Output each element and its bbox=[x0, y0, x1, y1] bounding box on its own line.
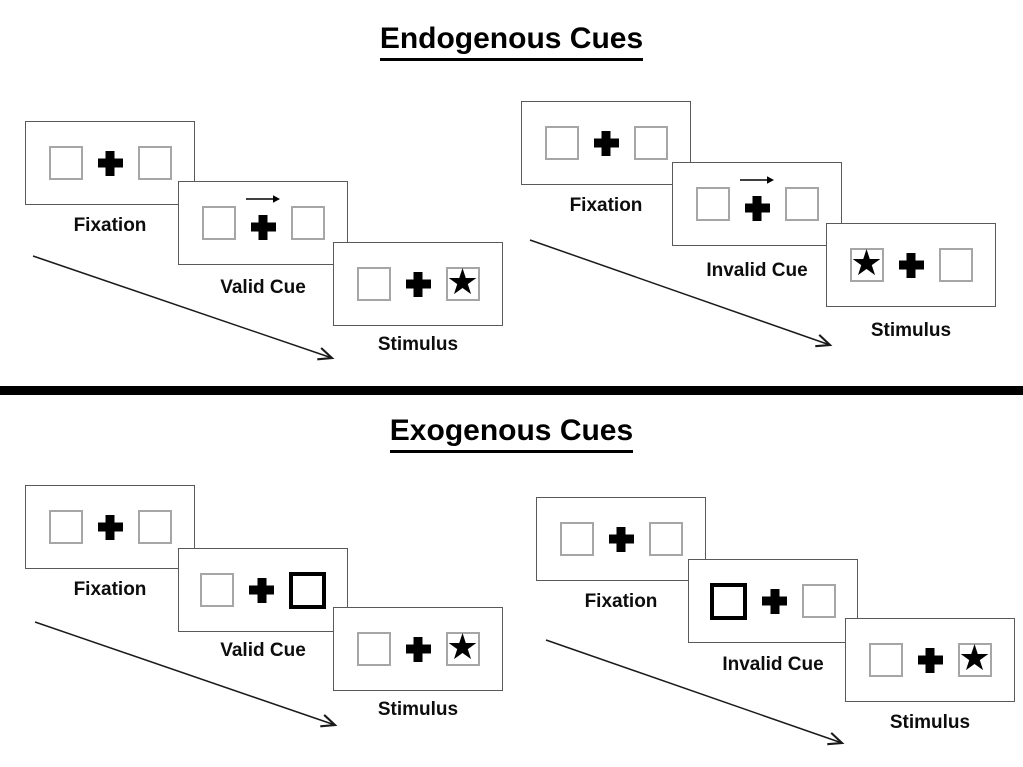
star-icon: ★ bbox=[446, 262, 479, 303]
right-arrow-icon bbox=[740, 176, 774, 184]
endogenous-title-text: Endogenous Cues bbox=[379, 22, 644, 61]
fixation-cross-icon bbox=[98, 151, 123, 176]
endo-invalid-fixation-panel bbox=[521, 101, 691, 185]
left-box bbox=[48, 146, 83, 180]
right-box bbox=[137, 510, 172, 544]
sequence-arrow-icon bbox=[32, 255, 335, 361]
right-box: ★ bbox=[445, 627, 480, 668]
endo-invalid-stimulus-panel: ★ bbox=[826, 223, 996, 307]
fixation-cross-icon bbox=[594, 131, 619, 156]
panel-label-valid-cue: Valid Cue bbox=[220, 277, 306, 298]
fixation-cross-icon bbox=[251, 215, 276, 240]
endo-valid-fixation-panel bbox=[25, 121, 195, 205]
left-box bbox=[356, 632, 391, 666]
exo-valid-cue-panel bbox=[178, 548, 348, 632]
endogenous-section-title: Endogenous Cues bbox=[0, 22, 1023, 61]
left-box bbox=[559, 522, 594, 556]
exo-invalid-stimulus-panel: ★ bbox=[845, 618, 1015, 702]
right-box bbox=[938, 248, 973, 282]
left-box bbox=[201, 206, 236, 240]
left-box bbox=[200, 573, 234, 607]
panel-label-fixation: Fixation bbox=[584, 591, 658, 612]
star-icon: ★ bbox=[958, 638, 991, 679]
left-box-cue-highlight bbox=[710, 582, 747, 620]
right-box: ★ bbox=[957, 638, 992, 679]
sequence-arrow-icon bbox=[529, 239, 833, 348]
fixation-cross-icon bbox=[406, 272, 431, 297]
exo-invalid-cue-panel bbox=[688, 559, 858, 643]
endo-valid-stimulus-panel: ★ bbox=[333, 242, 503, 326]
panel-label-stimulus: Stimulus bbox=[377, 699, 459, 720]
exo-valid-stimulus-panel: ★ bbox=[333, 607, 503, 691]
fixation-cross-icon bbox=[762, 589, 787, 614]
right-box bbox=[648, 522, 683, 556]
right-box: ★ bbox=[445, 262, 480, 303]
right-box bbox=[633, 126, 668, 160]
fixation-cross-icon bbox=[249, 578, 274, 603]
left-box bbox=[356, 267, 391, 301]
panel-label-invalid-cue: Invalid Cue bbox=[706, 260, 808, 281]
exo-valid-fixation-panel bbox=[25, 485, 195, 569]
sequence-arrow-icon bbox=[34, 621, 338, 728]
left-box bbox=[695, 187, 730, 221]
left-box: ★ bbox=[849, 243, 884, 284]
right-box-cue-highlight bbox=[289, 571, 326, 609]
fixation-cross-icon bbox=[899, 253, 924, 278]
right-arrow-icon bbox=[246, 195, 280, 203]
endo-invalid-cue-panel bbox=[672, 162, 842, 246]
fixation-cross-icon bbox=[98, 515, 123, 540]
endo-valid-cue-panel bbox=[178, 181, 348, 265]
panel-label-fixation: Fixation bbox=[73, 579, 147, 600]
left-box bbox=[48, 510, 83, 544]
star-icon: ★ bbox=[850, 243, 883, 284]
right-box bbox=[290, 206, 325, 240]
panel-label-fixation: Fixation bbox=[569, 195, 643, 216]
right-box bbox=[802, 584, 836, 618]
sequence-arrow-icon bbox=[545, 639, 845, 746]
left-box bbox=[544, 126, 579, 160]
panel-label-stimulus: Stimulus bbox=[889, 712, 971, 733]
panel-label-valid-cue: Valid Cue bbox=[220, 640, 306, 661]
exogenous-title-text: Exogenous Cues bbox=[389, 414, 634, 453]
left-box bbox=[868, 643, 903, 677]
panel-label-stimulus: Stimulus bbox=[377, 334, 459, 355]
panel-label-invalid-cue: Invalid Cue bbox=[722, 654, 824, 675]
panel-label-fixation: Fixation bbox=[73, 215, 147, 236]
fixation-cross-icon bbox=[745, 196, 770, 221]
fixation-cross-icon bbox=[406, 637, 431, 662]
fixation-cross-icon bbox=[609, 527, 634, 552]
fixation-cross-icon bbox=[918, 648, 943, 673]
right-box bbox=[784, 187, 819, 221]
section-divider bbox=[0, 386, 1023, 395]
panel-label-stimulus: Stimulus bbox=[870, 320, 952, 341]
star-icon: ★ bbox=[446, 627, 479, 668]
exo-invalid-fixation-panel bbox=[536, 497, 706, 581]
exogenous-section-title: Exogenous Cues bbox=[0, 414, 1023, 453]
right-box bbox=[137, 146, 172, 180]
